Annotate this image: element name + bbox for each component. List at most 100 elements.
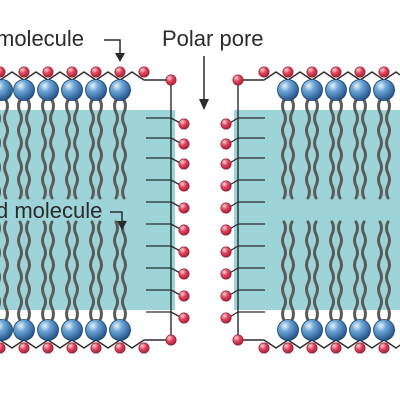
lipid-tail: [121, 98, 127, 200]
lipid-tail: [289, 98, 295, 200]
lipid-tail: [97, 98, 103, 200]
lipid-tail: [65, 98, 71, 200]
lipid-tail: [385, 98, 391, 200]
polar-group: [66, 342, 78, 354]
polar-group: [178, 246, 190, 258]
right-frame: [237, 71, 400, 349]
lipid-tail: [113, 98, 119, 200]
polar-groups: [0, 66, 390, 354]
middle-molecule-label: d molecule: [0, 198, 103, 223]
polar-group: [114, 342, 126, 354]
polar-group: [178, 290, 190, 302]
lipid-tail: [337, 98, 343, 200]
polar-group: [258, 342, 270, 354]
polar-group: [178, 224, 190, 236]
lipid-head: [85, 319, 107, 341]
lipid-tail: [361, 98, 367, 200]
lipid-head: [301, 319, 323, 341]
right-core-band: [234, 110, 400, 310]
lipid-head: [325, 319, 347, 341]
polar-group: [178, 312, 190, 324]
polar-group: [220, 268, 232, 280]
polar-group: [220, 158, 232, 170]
lipid-head: [109, 79, 131, 101]
lipid-head: [13, 319, 35, 341]
polar-pore-label: Polar pore: [162, 26, 264, 51]
lipid-tail: [73, 98, 79, 200]
polar-group: [42, 66, 54, 78]
lipid-tail: [337, 220, 343, 322]
lipid-tail: [353, 220, 359, 322]
lipid-head: [13, 79, 35, 101]
lipid-tail: [281, 98, 287, 200]
lipid-head: [349, 79, 371, 101]
polar-group: [330, 342, 342, 354]
polar-group: [232, 334, 244, 346]
polar-pore-arrow: [199, 56, 209, 110]
lipid-tail: [3, 220, 9, 322]
lipid-tail: [289, 220, 295, 322]
lipid-tail: [361, 220, 367, 322]
polar-group: [0, 66, 6, 78]
polar-group: [165, 334, 177, 346]
lipid-head: [373, 79, 395, 101]
lipid-tail: [65, 220, 71, 322]
lipid-tail: [313, 98, 319, 200]
polar-group: [306, 342, 318, 354]
lipid-tail: [25, 220, 31, 322]
polar-group: [220, 118, 232, 130]
lipid-head: [37, 319, 59, 341]
polar-group: [114, 66, 126, 78]
lipid-tail: [377, 220, 383, 322]
polar-group: [90, 342, 102, 354]
polar-group: [178, 268, 190, 280]
lipid-tail: [313, 220, 319, 322]
lipid-tail: [121, 220, 127, 322]
lipid-tail: [385, 220, 391, 322]
lipid-tails: [0, 98, 391, 322]
lipid-tail: [89, 98, 95, 200]
lipid-tail: [3, 98, 9, 200]
lipid-tail: [97, 220, 103, 322]
lipid-tail: [25, 98, 31, 200]
lipid-tail: [73, 220, 79, 322]
polar-group: [165, 74, 177, 86]
lipid-head: [277, 79, 299, 101]
lipid-head: [301, 79, 323, 101]
lipid-tail: [89, 220, 95, 322]
middle-molecule-arrow: [110, 211, 127, 230]
lipid-head: [37, 79, 59, 101]
lipid-tail: [305, 220, 311, 322]
lipid-head: [0, 79, 13, 101]
polar-group: [178, 158, 190, 170]
polar-group: [220, 246, 232, 258]
lipid-tail: [49, 98, 55, 200]
polar-group: [18, 342, 30, 354]
polar-group: [232, 74, 244, 86]
polar-group: [42, 342, 54, 354]
polar-group: [18, 66, 30, 78]
polar-group: [178, 138, 190, 150]
lipid-tail: [305, 98, 311, 200]
lipid-head: [0, 319, 13, 341]
left-frame: [0, 71, 172, 349]
lipid-head: [61, 79, 83, 101]
polar-group: [66, 66, 78, 78]
polar-group: [258, 66, 270, 78]
lipid-head: [61, 319, 83, 341]
left-core-band: [0, 110, 175, 310]
polar-group: [354, 342, 366, 354]
lipid-tail: [49, 220, 55, 322]
lipid-heads: [0, 79, 395, 341]
polar-group: [354, 66, 366, 78]
lipid-head: [373, 319, 395, 341]
polar-group: [220, 138, 232, 150]
lipid-head: [277, 319, 299, 341]
lipid-head: [325, 79, 347, 101]
polar-group: [138, 66, 150, 78]
polar-group: [220, 180, 232, 192]
lipid-tail: [329, 98, 335, 200]
polar-group: [220, 202, 232, 214]
polar-group: [178, 202, 190, 214]
